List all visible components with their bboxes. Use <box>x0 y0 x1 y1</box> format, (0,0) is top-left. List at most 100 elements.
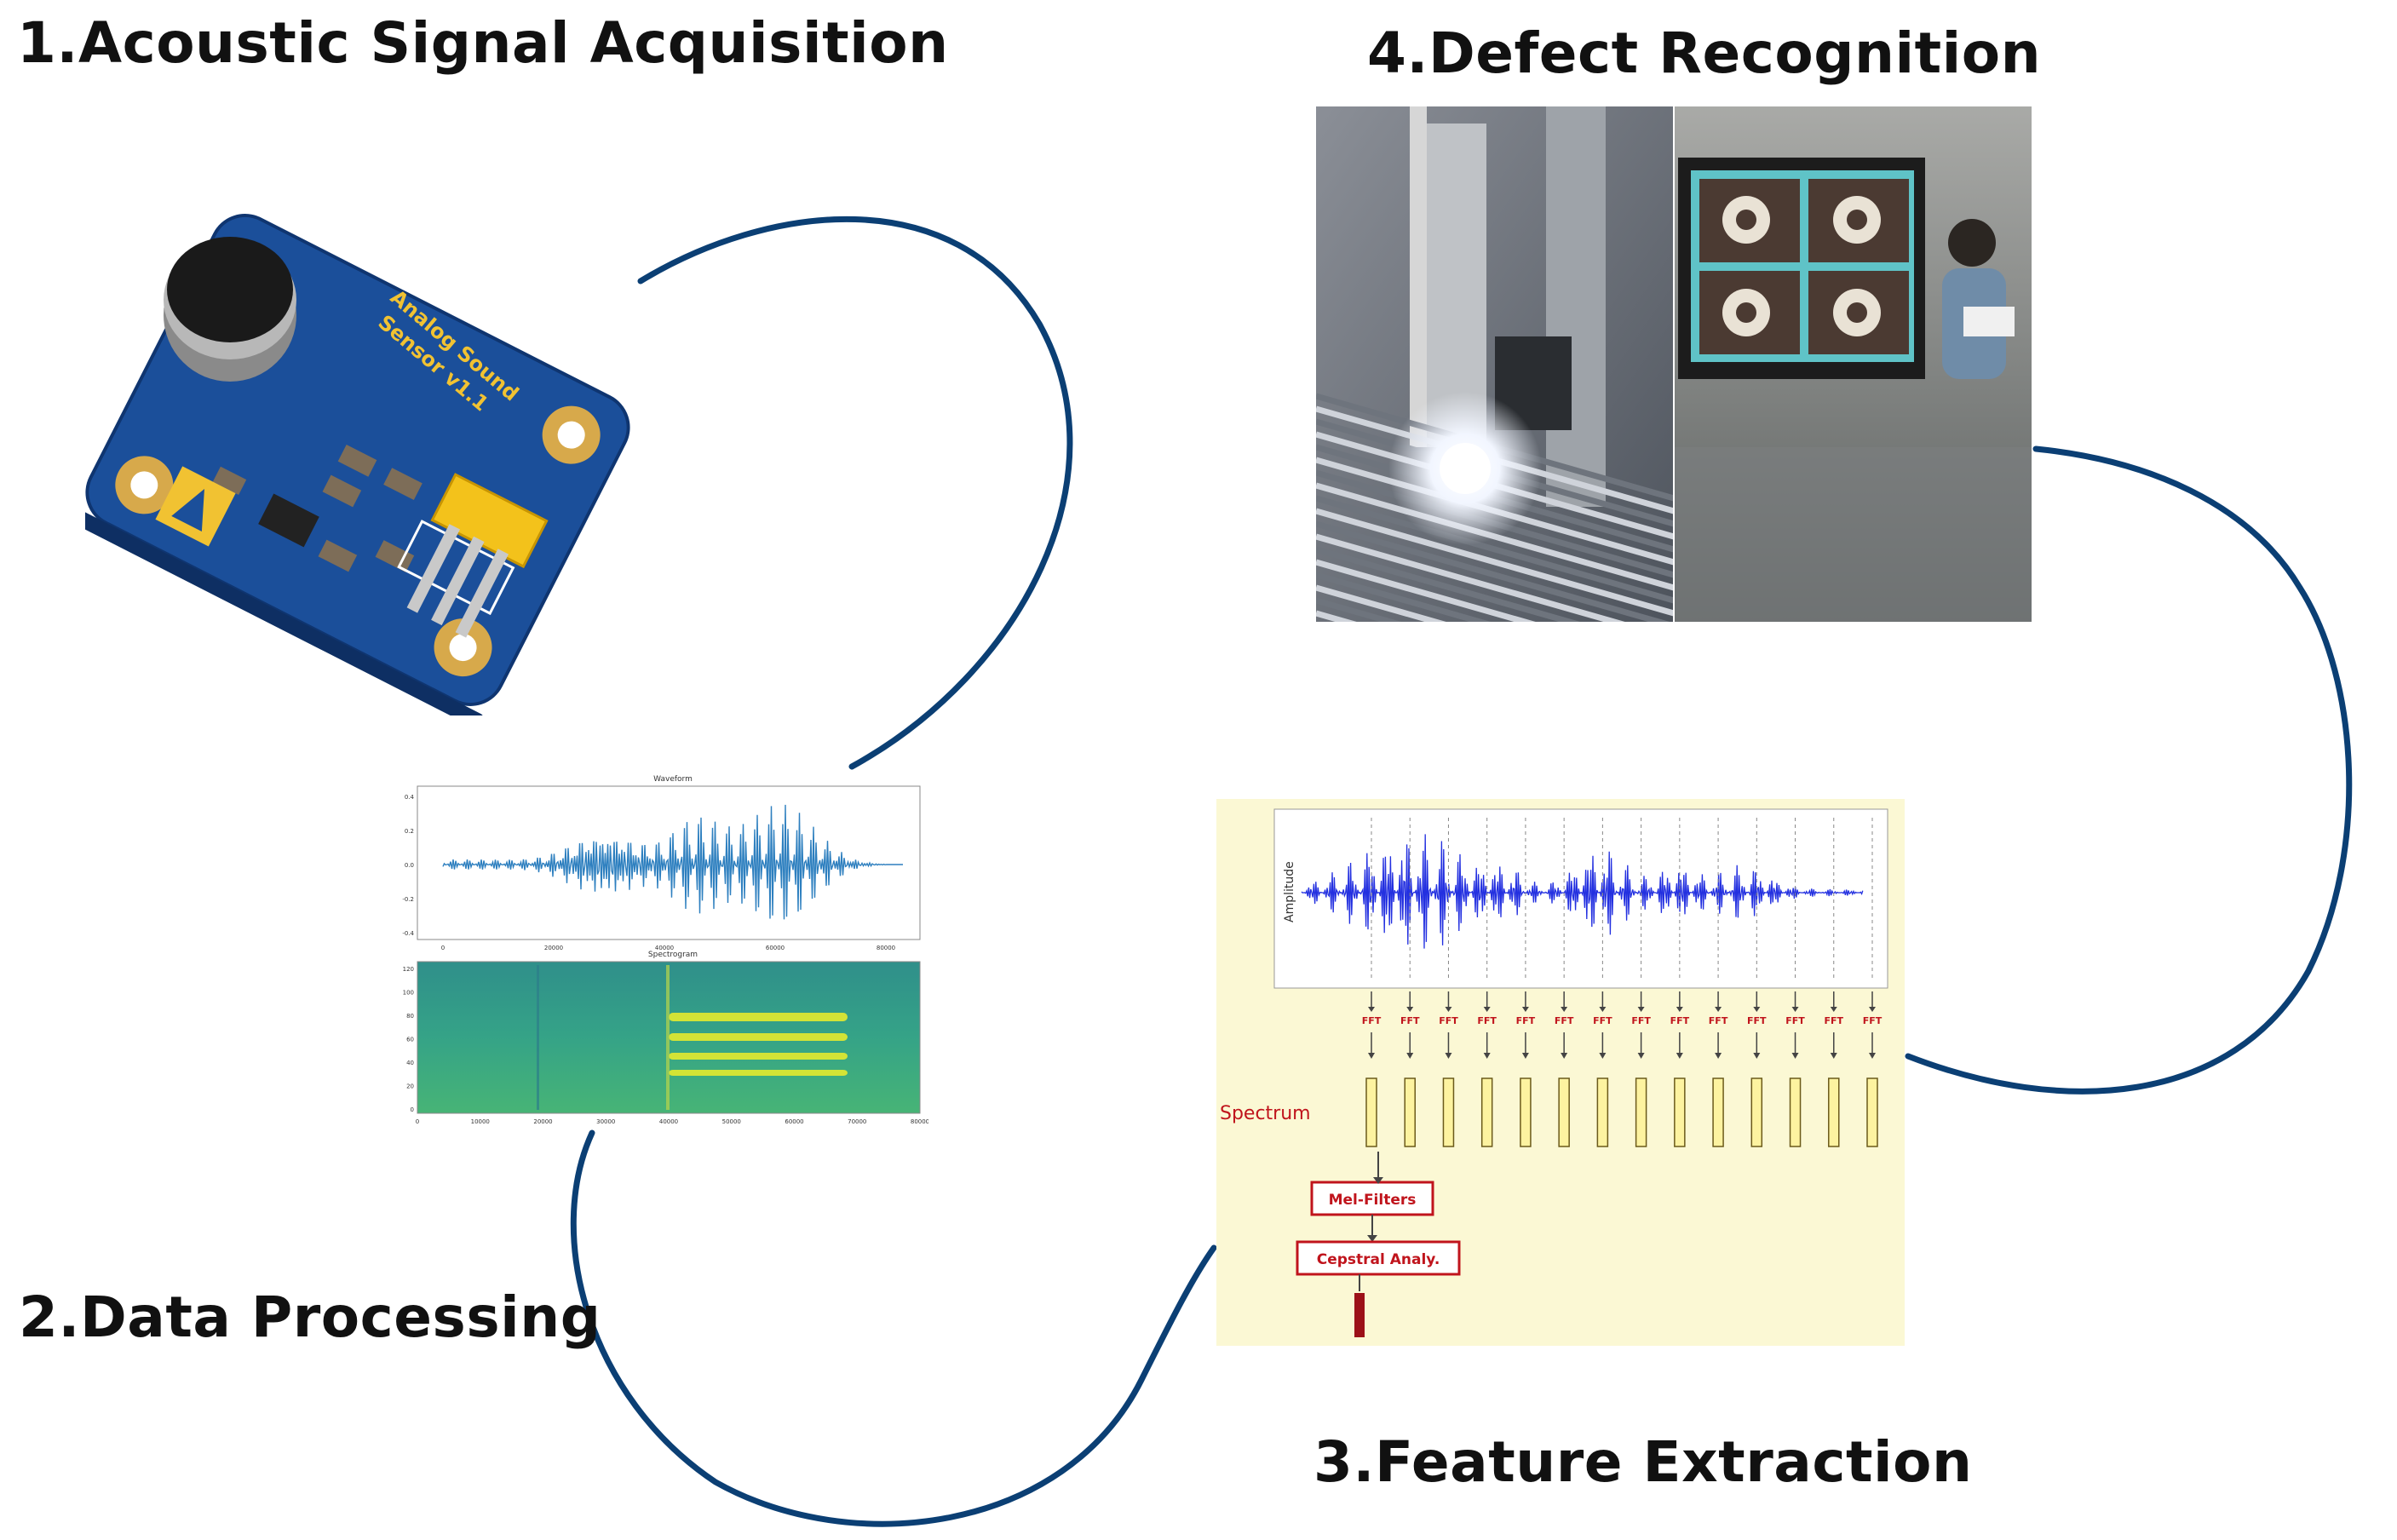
spectrogram-band <box>669 1070 848 1076</box>
spectrum-arrowhead <box>1561 1053 1568 1059</box>
spectrum-arrowhead <box>1406 1053 1414 1059</box>
spectrogram-y-tick: 100 <box>403 990 414 997</box>
fft-label: FFT <box>1709 1015 1728 1026</box>
spectrum-arrowhead <box>1791 1053 1799 1059</box>
fft-arrowhead <box>1869 1007 1876 1012</box>
connector-acquisition-to-processing <box>637 215 1073 770</box>
mel-filters-box <box>1310 1181 1434 1216</box>
roller <box>1316 508 1675 617</box>
waveform-y-tick: 0.0 <box>405 862 414 869</box>
spectrogram-x-tick: 0 <box>416 1118 419 1125</box>
feature-extraction-diagram: Amplitude FFT FFT FFT FFT FFT FFT FFT FFT FFT FFT… <box>1216 799 1905 1346</box>
spectrum-bar <box>1866 1077 1878 1147</box>
cepstral-box <box>1296 1240 1461 1276</box>
defect-recognition-photo <box>1316 106 2032 622</box>
spectrum-arrowhead <box>1368 1053 1375 1059</box>
spectrum-bar <box>1750 1077 1763 1147</box>
spectrogram-y-tick: 20 <box>406 1083 414 1090</box>
roller <box>1316 520 1670 622</box>
spectrogram-y-tick: 60 <box>406 1037 414 1043</box>
spectrogram-bands <box>537 965 848 1110</box>
fft-arrowhead <box>1599 1007 1607 1012</box>
roller <box>1316 559 1536 622</box>
fft-arrowhead <box>1406 1007 1414 1012</box>
fft-arrowhead <box>1676 1007 1683 1012</box>
spectrum-bar <box>1520 1077 1532 1147</box>
fft-label: FFT <box>1863 1015 1883 1026</box>
waveform-x-tick: 60000 <box>766 945 785 951</box>
waveform-line <box>442 804 903 920</box>
stage-title-processing: 2.Data Processing <box>19 1284 601 1350</box>
spectrum-bar <box>1442 1077 1455 1147</box>
fft-label: FFT <box>1400 1015 1420 1026</box>
spectrogram-x-tick: 20000 <box>533 1118 552 1125</box>
feature-axis-label: Amplitude <box>1283 861 1296 922</box>
spectrum-arrowhead <box>1599 1053 1607 1059</box>
fft-label: FFT <box>1747 1015 1767 1026</box>
spectrogram-x-tick: 50000 <box>722 1118 741 1125</box>
connector-processing-to-feature <box>570 1129 1217 1527</box>
fft-arrowhead <box>1753 1007 1761 1012</box>
fft-arrowhead <box>1561 1007 1568 1012</box>
stage-title-feature: 3.Feature Extraction <box>1313 1429 1973 1495</box>
fft-label: FFT <box>1555 1015 1574 1026</box>
fft-label: FFT <box>1593 1015 1612 1026</box>
spectrogram-x-tick: 40000 <box>659 1118 678 1125</box>
waveform-x-tick: 40000 <box>655 945 674 951</box>
spectrogram-x-tick: 60000 <box>785 1118 803 1125</box>
spectrogram-title: Spectrogram <box>648 951 698 959</box>
spectrum-bar <box>1404 1077 1416 1147</box>
spectrum-arrowhead <box>1869 1053 1876 1059</box>
spectrum-bar <box>1558 1077 1570 1147</box>
sound-sensor-image: Analog Sound Sensor v1.1 <box>85 214 630 715</box>
mfcc-output-bar <box>1354 1293 1365 1337</box>
fft-label: FFT <box>1362 1015 1382 1026</box>
waveform-y-tick: -0.2 <box>402 896 414 903</box>
roller <box>1316 597 1402 622</box>
spectrogram-x-tick: 70000 <box>848 1118 866 1125</box>
spectrum-arrowhead <box>1521 1053 1529 1059</box>
spectrum-bar <box>1789 1077 1802 1147</box>
spectrum-bar <box>1635 1077 1647 1147</box>
spectrum-bar <box>1596 1077 1609 1147</box>
spectrum-bar <box>1828 1077 1840 1147</box>
spectrum-arrowhead <box>1753 1053 1761 1059</box>
fft-label: FFT <box>1824 1015 1843 1026</box>
spectrum-arrowhead <box>1445 1053 1452 1059</box>
fft-arrowhead <box>1637 1007 1645 1012</box>
fft-arrowhead <box>1368 1007 1375 1012</box>
waveform-series <box>442 804 903 920</box>
waveform-title: Waveform <box>653 775 693 784</box>
roller <box>1316 495 1675 604</box>
cepstral-label: Cepstral Analy. <box>1317 1251 1440 1268</box>
fft-label: FFT <box>1439 1015 1458 1026</box>
fft-label: FFT <box>1631 1015 1651 1026</box>
feature-waveform-frame <box>1273 808 1888 989</box>
spectrum-arrowhead <box>1483 1053 1491 1059</box>
roller <box>1316 584 1446 622</box>
stage-title-recognition: 4.Defect Recognition <box>1367 20 2042 86</box>
fft-arrowhead <box>1830 1007 1837 1012</box>
spectrogram-y-tick: 120 <box>403 966 414 973</box>
spectrum-arrowhead <box>1830 1053 1837 1059</box>
mel-filters-label: Mel-Filters <box>1329 1192 1417 1209</box>
spectrogram-y-tick: 40 <box>406 1060 414 1066</box>
fft-label: FFT <box>1670 1015 1690 1026</box>
spectrogram-x-tick: 80000 <box>911 1118 928 1125</box>
waveform-x-tick: 80000 <box>877 945 895 951</box>
stage-title-acquisition: 1.Acoustic Signal Acquisition <box>17 10 949 76</box>
roller <box>1316 572 1492 622</box>
waveform-y-ticks: 0.40.20.0-0.2-0.4 <box>402 794 414 937</box>
spectrum-bar <box>1480 1077 1493 1147</box>
feature-waveform <box>1301 834 1864 949</box>
spectrum-arrowhead <box>1676 1053 1683 1059</box>
monitor-screen-tiles <box>1699 179 1909 354</box>
waveform-y-tick: 0.4 <box>405 794 415 801</box>
fft-arrowhead <box>1445 1007 1452 1012</box>
spectrogram-stripe <box>537 965 539 1110</box>
spectrogram-band <box>669 1053 848 1060</box>
fft-label: FFT <box>1516 1015 1536 1026</box>
